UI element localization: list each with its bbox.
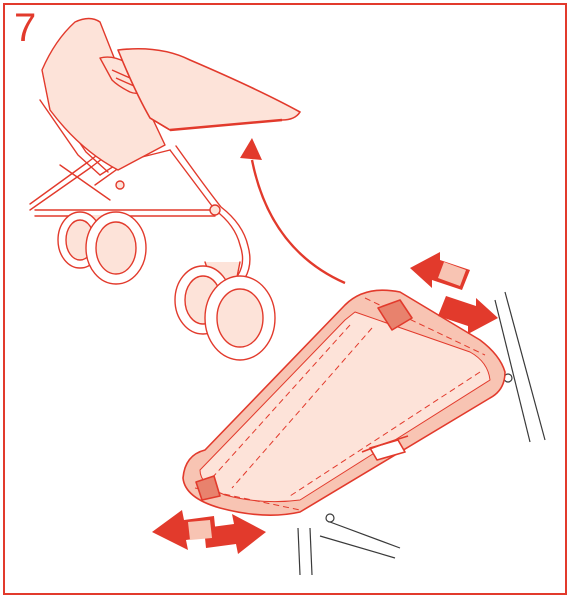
double-arrow-icon: [152, 510, 266, 554]
stroller-wheels: [58, 212, 275, 360]
curved-arrow-icon: [240, 138, 345, 283]
